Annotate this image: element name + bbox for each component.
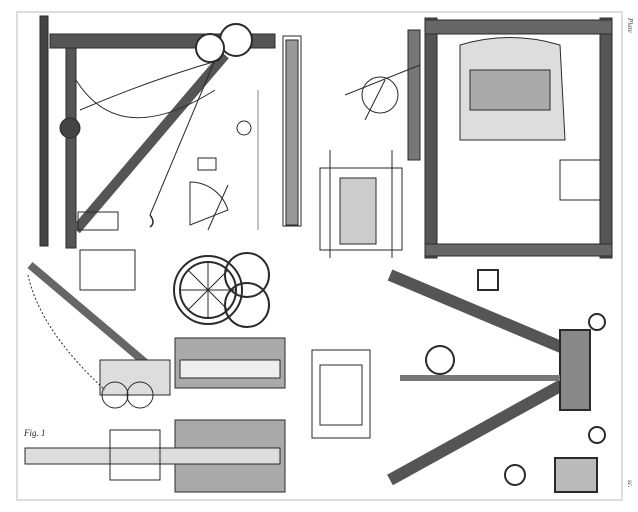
engraver-note: sc. bbox=[626, 480, 634, 488]
jib-crane bbox=[27, 249, 171, 409]
gantry-crane bbox=[344, 17, 613, 259]
header-note: Plate bbox=[626, 18, 634, 33]
section-panels bbox=[24, 337, 371, 493]
figure-label: Fig. 1 bbox=[24, 428, 46, 438]
shaft-assembly bbox=[257, 35, 302, 230]
plate-border bbox=[16, 11, 623, 501]
gear-train bbox=[173, 252, 270, 328]
drum-winch bbox=[319, 150, 403, 258]
derrick-crane bbox=[387, 269, 606, 493]
detail-parts bbox=[189, 120, 252, 231]
wall-crane bbox=[39, 15, 276, 249]
